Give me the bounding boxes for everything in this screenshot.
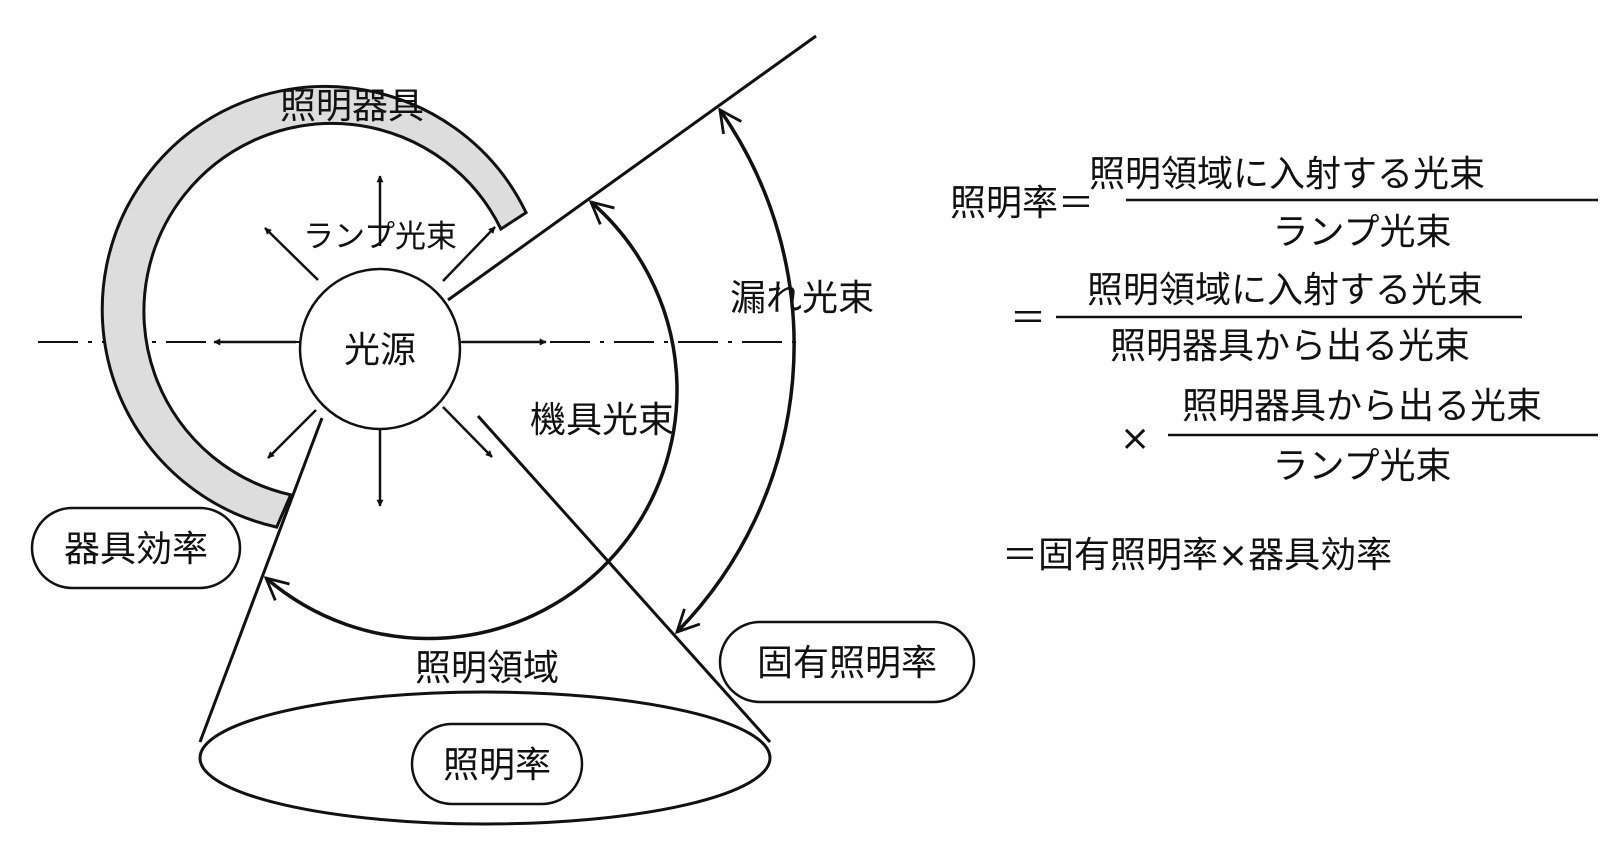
fraction1-numerator: 照明領域に入射する光束 xyxy=(1089,154,1485,195)
utilization-factor-label: 照明率 xyxy=(443,745,551,786)
formula-equals-2: ＝ xyxy=(1010,298,1046,339)
formula-times: × xyxy=(1120,418,1150,459)
fraction3-numerator: 照明器具から出る光束 xyxy=(1182,386,1542,427)
formula-lhs: 照明率＝ xyxy=(950,183,1094,224)
lamp-flux-label: ランプ光束 xyxy=(303,219,457,255)
fraction1-denominator: ランプ光束 xyxy=(1273,212,1452,253)
illuminated-area-label: 照明領域 xyxy=(415,648,559,689)
formula-result: ＝固有照明率×器具効率 xyxy=(1002,535,1392,576)
luminaire-efficiency-label: 器具効率 xyxy=(64,529,208,570)
inherent-utilization-label: 固有照明率 xyxy=(757,643,937,684)
fraction2-numerator: 照明領域に入射する光束 xyxy=(1087,270,1483,311)
luminaire-flux-arc xyxy=(266,202,679,641)
fraction2-denominator: 照明器具から出る光束 xyxy=(1110,326,1470,367)
light-source-label: 光源 xyxy=(344,330,416,371)
fraction3-denominator: ランプ光束 xyxy=(1273,446,1452,487)
leak-boundary-line xyxy=(447,34,817,302)
luminaire-flux-label: 機具光束 xyxy=(530,400,674,441)
formula: 照明率＝ 照明領域に入射する光束 ランプ光束 ＝ 照明領域に入射する光束 照明器… xyxy=(950,154,1598,576)
leak-flux-arc xyxy=(677,110,796,632)
leak-flux-label: 漏れ光束 xyxy=(730,278,874,319)
arrow-down-right xyxy=(442,406,493,458)
inherent-utilization-box xyxy=(718,620,976,704)
utilization-factor-box xyxy=(410,722,584,806)
luminaire-label: 照明器具 xyxy=(280,86,424,127)
luminaire-efficiency-box xyxy=(30,506,242,590)
